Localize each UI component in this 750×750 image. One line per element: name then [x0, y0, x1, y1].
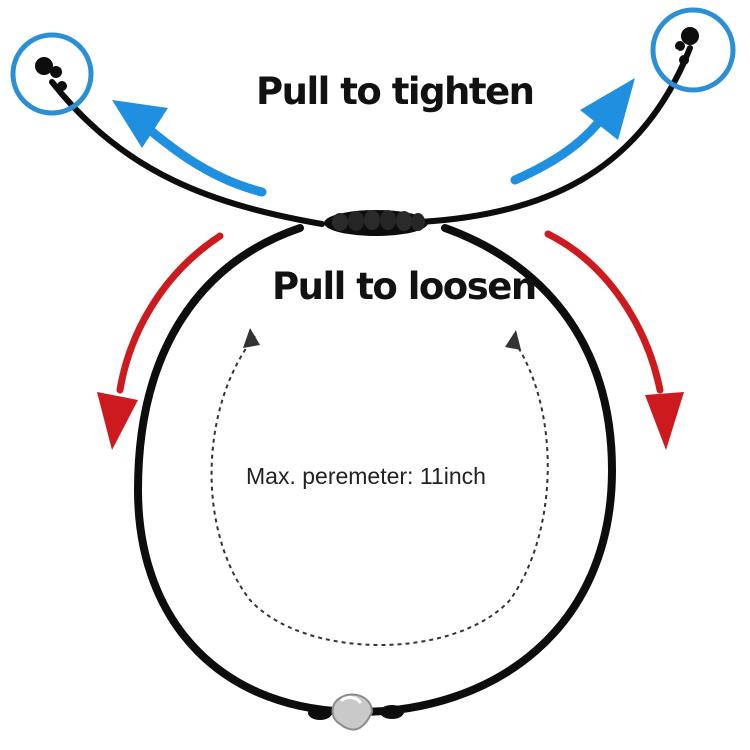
right-cord-end [417, 45, 693, 225]
left-end-knot [35, 57, 70, 91]
perimeter-guide-dashed [210, 335, 549, 646]
left-end-highlight-circle [10, 32, 94, 116]
right-end-highlight-circle [650, 7, 736, 93]
loosen-arrow-right [544, 230, 684, 450]
sliding-knot [324, 210, 428, 236]
right-end-knot [673, 27, 699, 65]
pull-to-tighten-label: Pull to tighten [256, 70, 535, 113]
tighten-arrow-right [510, 78, 635, 185]
tighten-arrow-left [112, 100, 267, 197]
left-cord-end [49, 79, 325, 227]
max-perimeter-label: Max. peremeter: 11inch [246, 463, 486, 489]
pull-to-loosen-label: Pull to loosen [272, 265, 537, 308]
perimeter-guide-arrowhead-right [505, 330, 521, 350]
loosen-arrow-left [97, 232, 224, 450]
heart-charm-icon [308, 693, 404, 731]
perimeter-guide-arrowhead-left [243, 328, 260, 348]
